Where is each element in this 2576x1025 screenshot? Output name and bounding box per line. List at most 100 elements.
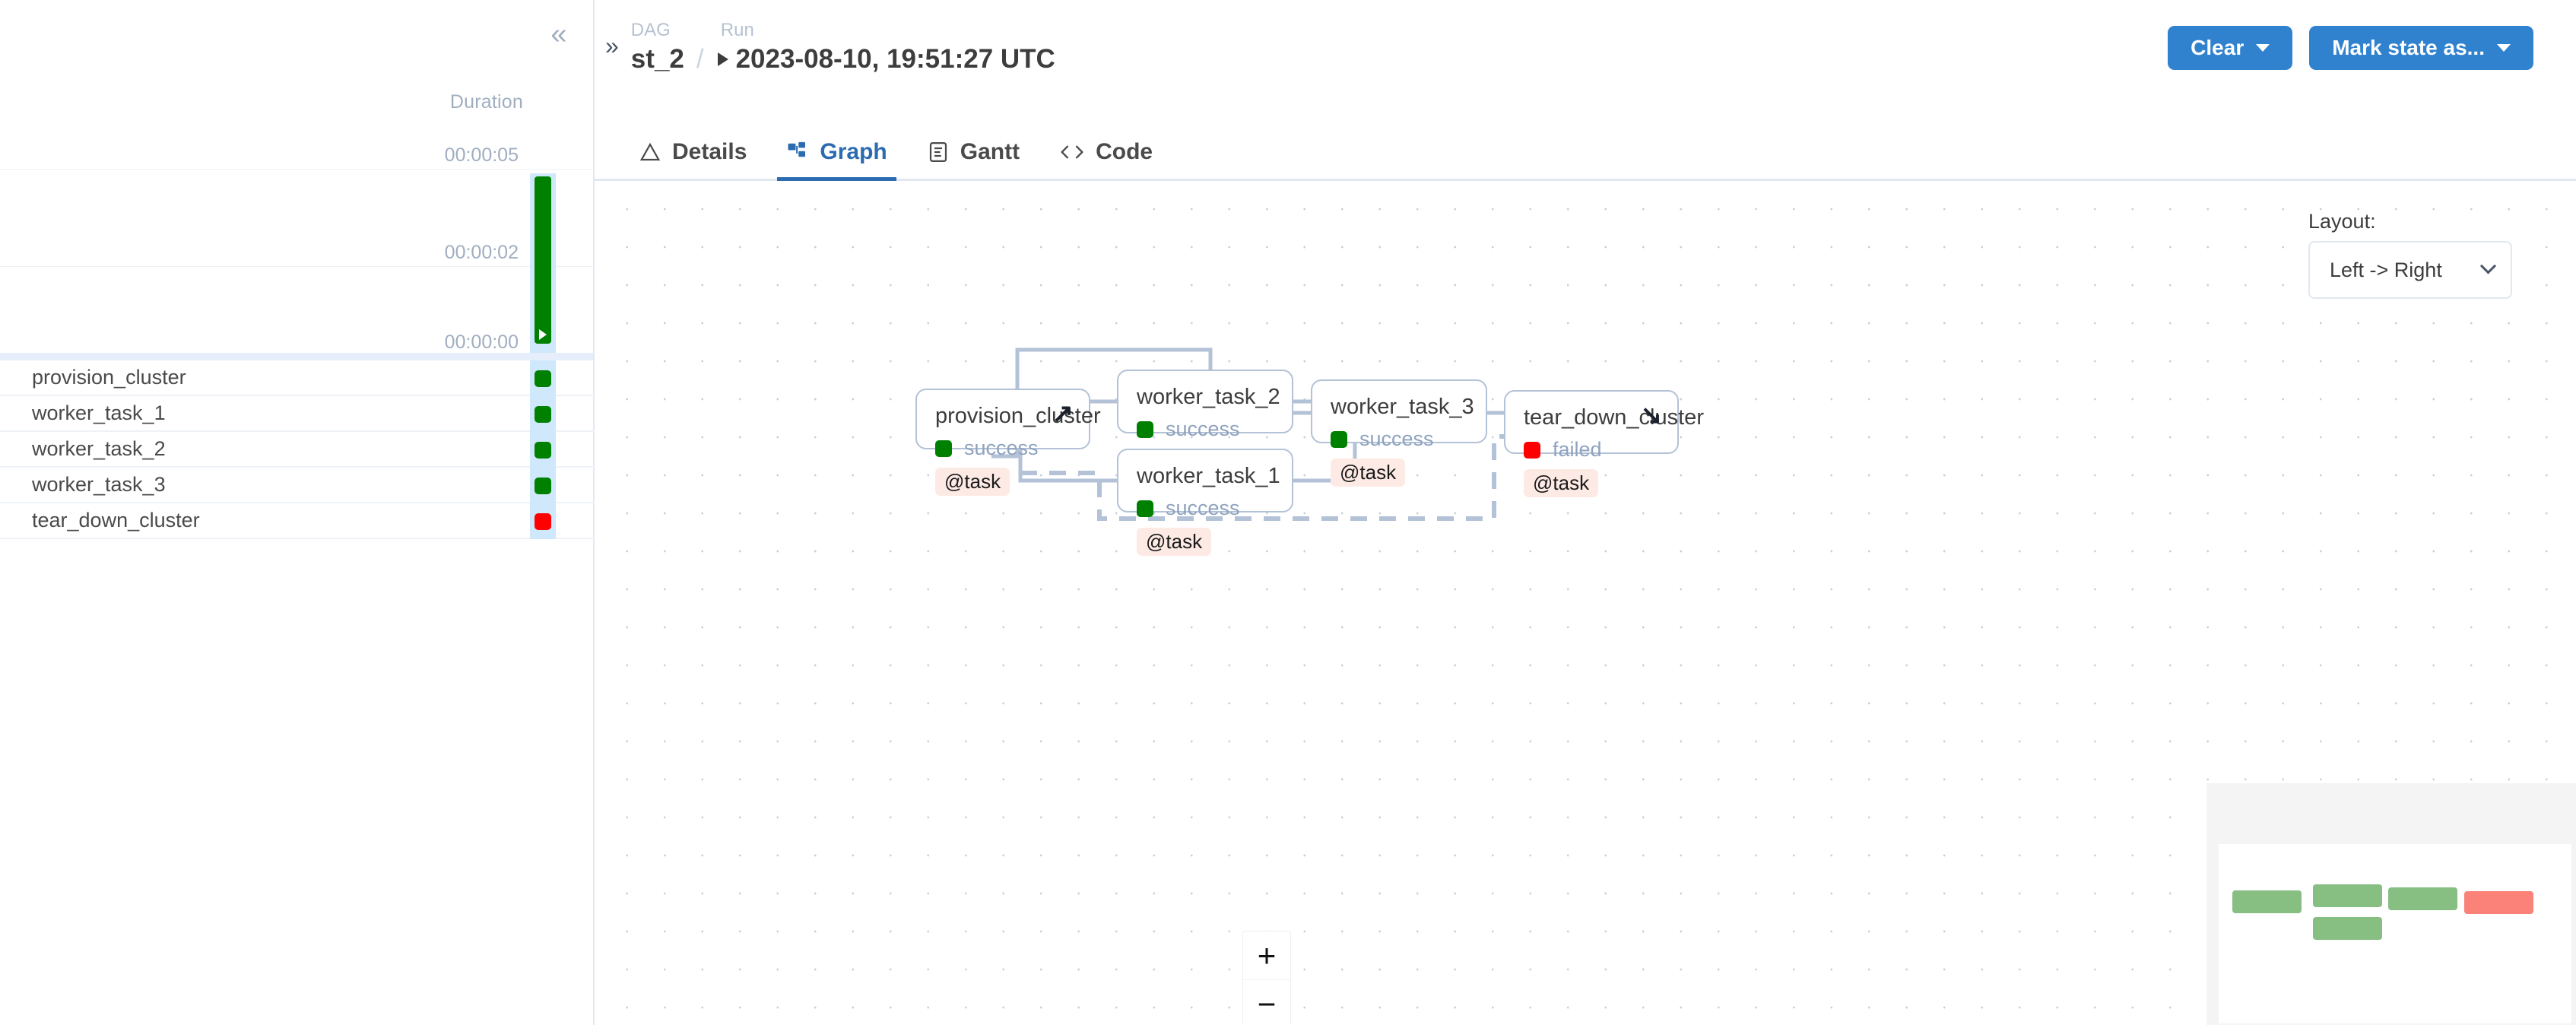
- minimap-node: [2313, 884, 2382, 907]
- tab-details-label: Details: [672, 139, 747, 164]
- task-row[interactable]: provision_cluster: [0, 360, 595, 396]
- breadcrumb-run-id[interactable]: 2023-08-10, 19:51:27 UTC: [735, 44, 1055, 74]
- tab-graph[interactable]: Graph: [766, 139, 906, 181]
- node-title: worker_task_2: [1137, 385, 1280, 409]
- status-square-success: [1137, 420, 1153, 438]
- duration-axis-tick: 00:00:02: [444, 242, 519, 263]
- duration-axis-tick: 00:00:05: [444, 144, 519, 166]
- duration-axis-tick: 00:00:00: [444, 332, 519, 353]
- task-name: worker_task_2: [32, 437, 166, 460]
- zoom-in-button[interactable]: +: [1243, 931, 1290, 980]
- layout-select-value: Left -> Right: [2330, 258, 2442, 281]
- node-title: worker_task_3: [1331, 395, 1474, 419]
- task-instance-cell[interactable]: [530, 396, 556, 432]
- zoom-out-button[interactable]: −: [1257, 986, 1277, 1022]
- breadcrumb-key-dag: DAG: [630, 20, 671, 40]
- breadcrumb-separator: /: [696, 44, 704, 74]
- minimap-node: [2388, 887, 2457, 910]
- graph-node-worker-task-1[interactable]: worker_task_1 success @task: [1117, 449, 1293, 556]
- task-row[interactable]: tear_down_cluster: [0, 503, 595, 539]
- status-square-failed: [535, 512, 551, 530]
- layout-label: Layout:: [2308, 210, 2376, 233]
- chevron-double-left-icon[interactable]: «: [550, 18, 567, 50]
- node-state-label: failed: [1553, 438, 1602, 461]
- status-square-success: [535, 405, 551, 423]
- task-instance-cell[interactable]: [530, 468, 556, 503]
- mark-state-button[interactable]: Mark state as...: [2309, 26, 2533, 70]
- alert-triangle-icon: [639, 141, 661, 163]
- chevron-down-icon: [2479, 257, 2497, 274]
- run-detail-panel: » DAG Run st_2 / 2023-08-10, 19:51:27 UT…: [595, 0, 2576, 1025]
- graph-nodes-icon: [786, 141, 809, 163]
- axis-gridline: [0, 169, 593, 170]
- minimap-node: [2464, 891, 2533, 914]
- run-header: » DAG Run st_2 / 2023-08-10, 19:51:27 UT…: [595, 0, 2576, 114]
- task-instance-list: provision_cluster worker_task_1 worker_t…: [0, 360, 595, 539]
- clear-button-label: Clear: [2191, 36, 2244, 59]
- node-operator-badge: @task: [935, 468, 1010, 496]
- layout-control: Layout: Left -> Right: [2308, 210, 2512, 299]
- dag-run-duration-bar[interactable]: [535, 176, 551, 344]
- chevron-down-icon: [2497, 44, 2511, 52]
- task-row[interactable]: worker_task_3: [0, 468, 595, 503]
- setup-arrow-icon: ↗: [1052, 399, 1074, 428]
- zoom-controls: + −: [1242, 931, 1291, 1025]
- node-title: tear_down_cluster: [1524, 405, 1704, 430]
- mark-state-button-label: Mark state as...: [2332, 36, 2485, 59]
- task-row[interactable]: worker_task_1: [0, 396, 595, 432]
- breadcrumb-dag-id[interactable]: st_2: [630, 44, 684, 74]
- chevron-double-right-icon[interactable]: »: [605, 32, 619, 59]
- duration-column-header: Duration: [449, 91, 523, 113]
- status-square-success: [535, 441, 551, 459]
- node-state-label: success: [1166, 417, 1240, 440]
- tab-graph-label: Graph: [820, 139, 887, 164]
- task-instance-cell[interactable]: [530, 432, 556, 468]
- task-row[interactable]: worker_task_2: [0, 432, 595, 468]
- node-operator-badge: @task: [1331, 459, 1406, 487]
- tab-details[interactable]: Details: [619, 139, 766, 179]
- tab-gantt-label: Gantt: [960, 139, 1020, 164]
- task-name: worker_task_1: [32, 401, 166, 424]
- status-square-success: [1137, 500, 1153, 517]
- run-type-triangle-icon: [717, 52, 728, 66]
- clear-button[interactable]: Clear: [2168, 26, 2293, 70]
- tab-bar: Details Graph Gantt Code: [595, 114, 2576, 181]
- graph-minimap[interactable]: [2206, 783, 2576, 1025]
- chevron-down-icon: [2256, 44, 2270, 52]
- task-name: tear_down_cluster: [32, 509, 200, 532]
- status-square-success: [535, 370, 551, 387]
- code-brackets-icon: [1059, 141, 1085, 163]
- graph-node-tear-down-cluster[interactable]: tear_down_cluster failed @task ↘: [1504, 390, 1704, 497]
- graph-canvas[interactable]: Layout: Left -> Right: [595, 181, 2576, 1025]
- teardown-arrow-icon: ↘: [1640, 401, 1663, 430]
- status-square-success: [535, 477, 551, 494]
- task-instance-cell[interactable]: [530, 360, 556, 396]
- tab-gantt[interactable]: Gantt: [907, 139, 1039, 179]
- running-play-icon: [539, 329, 547, 340]
- grid-header-divider: [0, 353, 593, 360]
- axis-gridline: [0, 266, 593, 267]
- breadcrumb: » DAG Run st_2 / 2023-08-10, 19:51:27 UT…: [605, 20, 1055, 75]
- graph-node-provision-cluster[interactable]: provision_cluster success @task ↗: [915, 389, 1101, 496]
- run-actions: Clear Mark state as...: [2168, 20, 2533, 70]
- graph-node-worker-task-2[interactable]: worker_task_2 success @task: [1117, 370, 1293, 477]
- minimap-viewport: [2219, 844, 2571, 1023]
- node-state-label: success: [1359, 427, 1434, 450]
- task-name: provision_cluster: [32, 366, 186, 389]
- status-square-success: [935, 440, 952, 457]
- status-square-failed: [1524, 441, 1540, 459]
- tab-code[interactable]: Code: [1039, 139, 1172, 179]
- node-title: worker_task_1: [1137, 464, 1280, 488]
- gantt-document-icon: [927, 141, 950, 163]
- status-square-success: [1331, 430, 1347, 448]
- node-state-label: success: [964, 436, 1039, 459]
- node-operator-badge: @task: [1137, 528, 1212, 556]
- task-instance-cell[interactable]: [530, 503, 556, 539]
- breadcrumb-key-run: Run: [720, 20, 754, 40]
- grid-sidebar-panel: « Duration 00:00:05 00:00:02 00:00:00 pr…: [0, 0, 595, 1025]
- layout-select[interactable]: Left -> Right: [2308, 241, 2512, 299]
- node-state-label: success: [1166, 497, 1240, 519]
- graph-node-worker-task-3[interactable]: worker_task_3 success @task: [1311, 379, 1487, 487]
- minimap-node: [2232, 890, 2302, 913]
